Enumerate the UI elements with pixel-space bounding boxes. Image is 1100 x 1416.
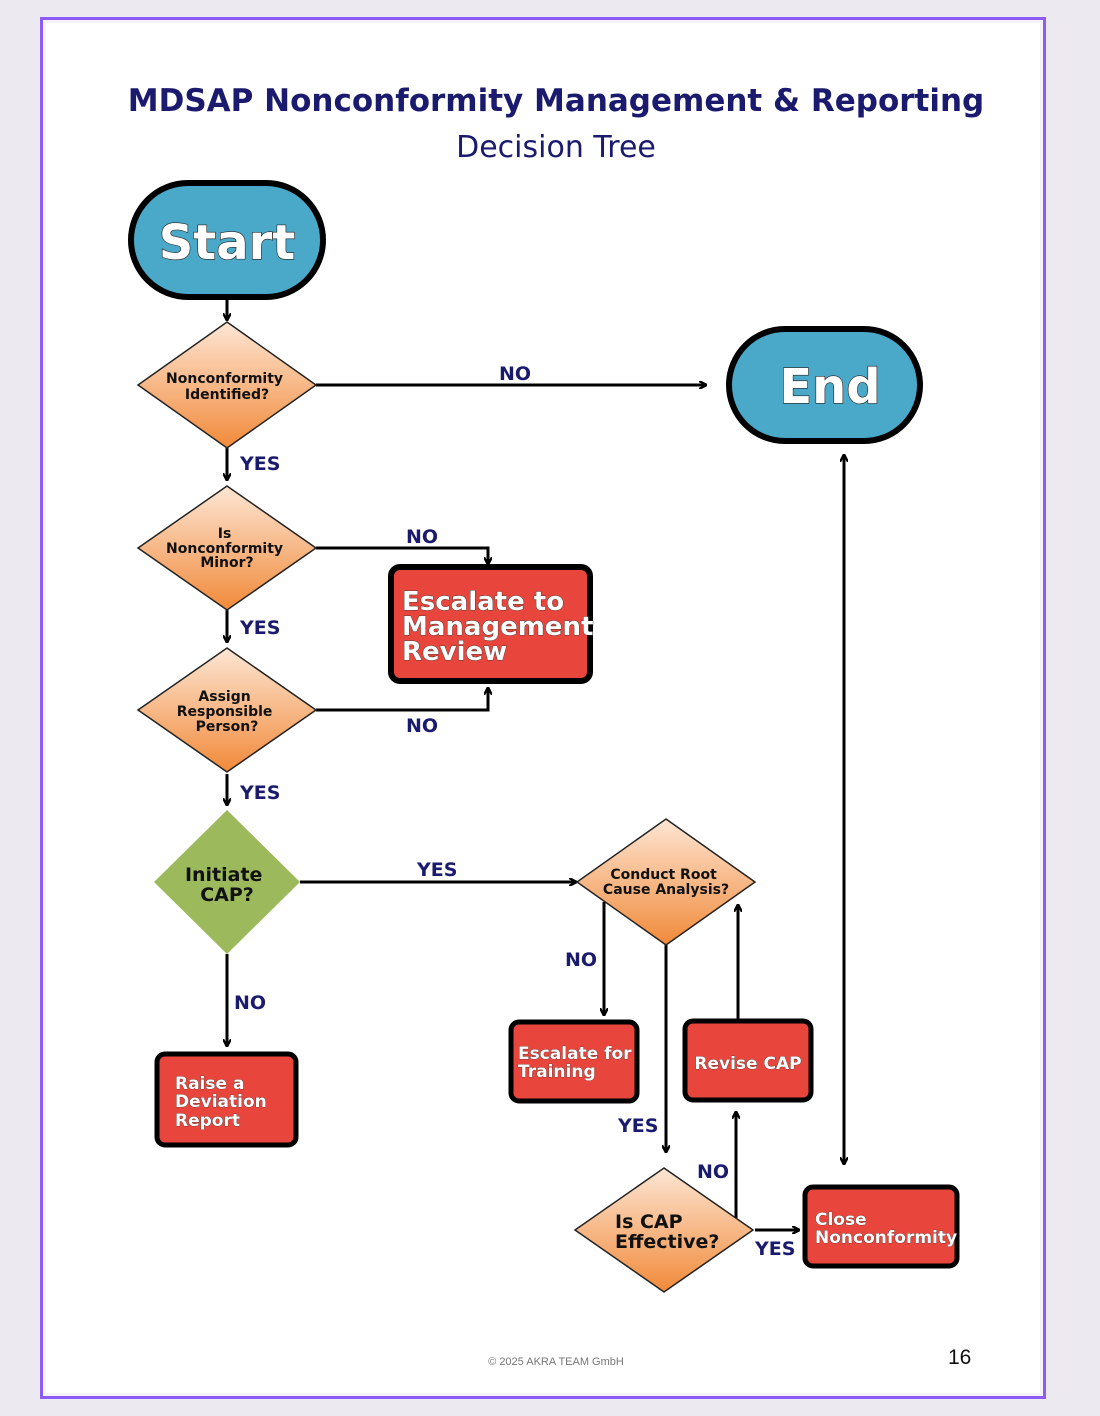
page-number: 16	[948, 1346, 972, 1369]
training-line-2: Training	[518, 1062, 596, 1082]
label-initiate-no: NO	[234, 992, 266, 1014]
label-assign-yes: YES	[239, 782, 280, 804]
label-minor-yes: YES	[239, 617, 280, 639]
root-line-1: Conduct Root	[610, 867, 717, 883]
svg-text:Close Nonconformity: Close Nonconformity	[815, 1210, 957, 1248]
label-root-yes: YES	[617, 1115, 658, 1137]
identified-line-2: Identified?	[185, 387, 269, 403]
decision-identified: Nonconformity Identified?	[136, 321, 318, 449]
revise-cap-label: Revise CAP	[694, 1054, 801, 1074]
root-line-2: Cause Analysis?	[603, 882, 729, 898]
svg-text:Is Nonconformity M: Is Nonconformity Minor?	[166, 526, 288, 571]
svg-text:Conduct Root Cause Analy: Conduct Root Cause Analysis?	[603, 867, 729, 898]
process-revise-cap: Revise CAP	[682, 1018, 814, 1103]
initiate-line-2: CAP?	[200, 884, 254, 906]
label-root-no: NO	[565, 949, 597, 971]
assign-line-3: Person?	[196, 719, 259, 735]
decision-assign: Assign Responsible Person?	[136, 647, 318, 773]
process-deviation-report: Raise a Deviation Report	[154, 1051, 299, 1148]
training-line-1: Escalate for	[518, 1044, 632, 1064]
decision-minor: Is Nonconformity Minor?	[136, 485, 318, 611]
deviation-line-3: Report	[175, 1111, 240, 1131]
close-line-1: Close	[815, 1210, 867, 1230]
close-line-2: Nonconformity	[815, 1228, 957, 1248]
page-title: MDSAP Nonconformity Management & Reporti…	[127, 83, 985, 119]
process-escalate-management: Escalate to Management Review	[388, 564, 602, 684]
effective-line-2: Effective?	[615, 1231, 719, 1253]
footer-copyright: © 2025 AKRA TEAM GmbH	[488, 1356, 624, 1368]
escalate-mgmt-line-3: Review	[402, 637, 507, 667]
svg-text:Initiate CAP?: Initiate CAP?	[185, 864, 269, 906]
svg-text:Assign Responsible: Assign Responsible Person?	[177, 689, 278, 735]
minor-line-1: Is	[218, 526, 232, 542]
end-terminal: End	[726, 326, 923, 444]
svg-text:Escalate for Training: Escalate for Training	[518, 1044, 638, 1082]
process-close-nonconformity: Close Nonconformity	[802, 1184, 960, 1269]
svg-text:Nonconformity Identified: Nonconformity Identified?	[166, 371, 288, 403]
page-subtitle: Decision Tree	[456, 130, 656, 165]
minor-line-2: Nonconformity	[166, 541, 283, 557]
process-escalate-training: Escalate for Training	[508, 1019, 640, 1104]
assign-line-2: Responsible	[177, 704, 273, 720]
assign-line-1: Assign	[198, 689, 250, 705]
decision-effective: Is CAP Effective?	[573, 1167, 755, 1293]
escalate-mgmt-line-2: Management	[402, 612, 593, 642]
decision-initiate: Initiate CAP?	[154, 810, 300, 954]
identified-line-1: Nonconformity	[166, 371, 283, 387]
minor-line-3: Minor?	[200, 555, 253, 571]
label-effective-no: NO	[697, 1161, 729, 1183]
svg-text:Raise a Deviation: Raise a Deviation Report	[175, 1074, 273, 1131]
end-label: End	[779, 359, 880, 415]
decision-root-cause: Conduct Root Cause Analysis?	[575, 818, 757, 946]
escalate-mgmt-line-1: Escalate to	[402, 587, 564, 617]
label-minor-no: NO	[406, 526, 438, 548]
label-initiate-yes: YES	[416, 859, 457, 881]
label-effective-yes: YES	[754, 1238, 795, 1260]
edge-minor-no	[316, 546, 488, 564]
deviation-line-2: Deviation	[175, 1092, 267, 1112]
svg-text:Escalate to Management: Escalate to Management Review	[402, 587, 602, 667]
label-identified-no: NO	[499, 363, 531, 385]
edge-assign-no	[316, 688, 488, 712]
label-assign-no: NO	[406, 715, 438, 737]
effective-line-1: Is CAP	[615, 1211, 683, 1233]
deviation-line-1: Raise a	[175, 1074, 244, 1094]
label-identified-yes: YES	[239, 453, 280, 475]
start-label: Start	[159, 215, 296, 271]
start-terminal: Start	[128, 180, 326, 300]
initiate-line-1: Initiate	[185, 864, 263, 886]
svg-text:Is CAP Effective?: Is CAP Effective?	[615, 1211, 719, 1253]
